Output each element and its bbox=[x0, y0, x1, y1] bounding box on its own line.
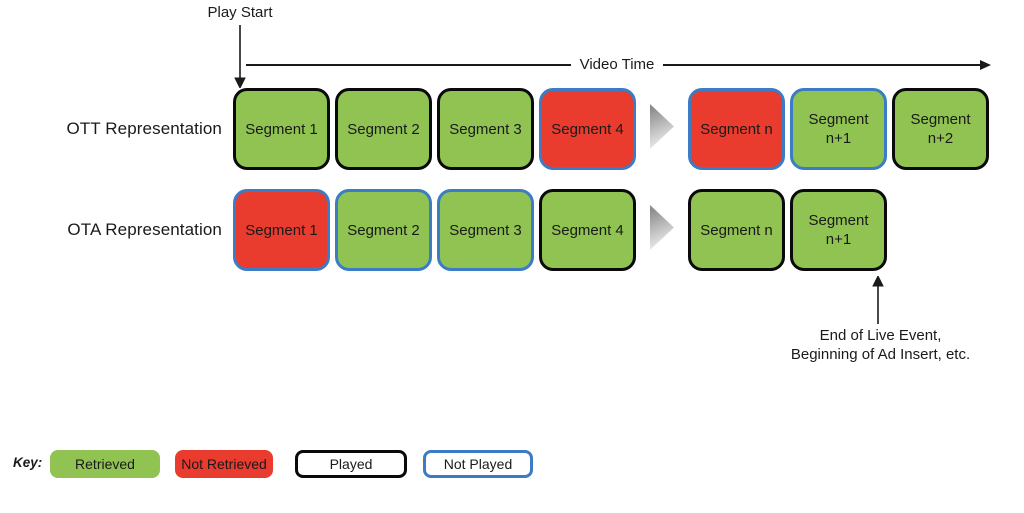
segment-label: Segment n bbox=[700, 120, 773, 138]
segment-box: Segment 3 bbox=[437, 189, 534, 271]
segment-box: Segment 4 bbox=[539, 88, 636, 170]
row-label: OTT Representation bbox=[66, 119, 222, 138]
segment-box: Segment n+2 bbox=[892, 88, 989, 170]
segment-box: Segment n bbox=[688, 189, 785, 271]
play-start-arrow-icon bbox=[234, 25, 246, 88]
key-item: Not Retrieved bbox=[175, 450, 273, 478]
end-event-arrow-icon bbox=[872, 276, 884, 324]
row-label: OTA Representation bbox=[67, 220, 222, 239]
segment-label: Segment n+2 bbox=[910, 111, 971, 147]
segment-label: Segment 1 bbox=[245, 221, 318, 239]
segment-label: Segment 4 bbox=[551, 120, 624, 138]
segment-box: Segment 3 bbox=[437, 88, 534, 170]
segment-label: Segment n+1 bbox=[808, 111, 869, 147]
video-time-text: Video Time bbox=[570, 56, 664, 73]
key-item: Played bbox=[295, 450, 407, 478]
key-item-label: Played bbox=[329, 456, 373, 472]
video-time-label: Video Time bbox=[547, 56, 687, 73]
key-item-label: Not Played bbox=[443, 456, 513, 472]
ellipsis-triangle-icon bbox=[650, 205, 674, 250]
segment-label: Segment 4 bbox=[551, 221, 624, 239]
video-time-arrowhead-icon bbox=[980, 60, 991, 70]
end-event-line1: End of Live Event, bbox=[819, 327, 942, 344]
key-item: Not Played bbox=[423, 450, 533, 478]
segment-box: Segment n bbox=[688, 88, 785, 170]
segment-box: Segment 1 bbox=[233, 88, 330, 170]
key-item: Retrieved bbox=[50, 450, 160, 478]
segment-label: Segment 3 bbox=[449, 221, 522, 239]
play-start-label: Play Start bbox=[207, 4, 273, 21]
segment-box: Segment 2 bbox=[335, 189, 432, 271]
key-item-label: Not Retrieved bbox=[181, 456, 267, 472]
ellipsis-triangle-icon bbox=[650, 104, 674, 149]
segment-label: Segment 2 bbox=[347, 120, 420, 138]
segment-box: Segment 2 bbox=[335, 88, 432, 170]
segment-label: Segment n+1 bbox=[808, 212, 869, 248]
segment-label: Segment 3 bbox=[449, 120, 522, 138]
key-item-label: Retrieved bbox=[75, 456, 135, 472]
segment-box: Segment n+1 bbox=[790, 189, 887, 271]
end-event-note: End of Live Event, Beginning of Ad Inser… bbox=[778, 327, 983, 364]
segment-label: Segment 1 bbox=[245, 120, 318, 138]
segment-box: Segment 4 bbox=[539, 189, 636, 271]
segment-label: Segment 2 bbox=[347, 221, 420, 239]
segment-box: Segment n+1 bbox=[790, 88, 887, 170]
segment-box: Segment 1 bbox=[233, 189, 330, 271]
segment-label: Segment n bbox=[700, 221, 773, 239]
key-title: Key: bbox=[13, 455, 43, 470]
end-event-line2: Beginning of Ad Insert, etc. bbox=[790, 345, 971, 363]
